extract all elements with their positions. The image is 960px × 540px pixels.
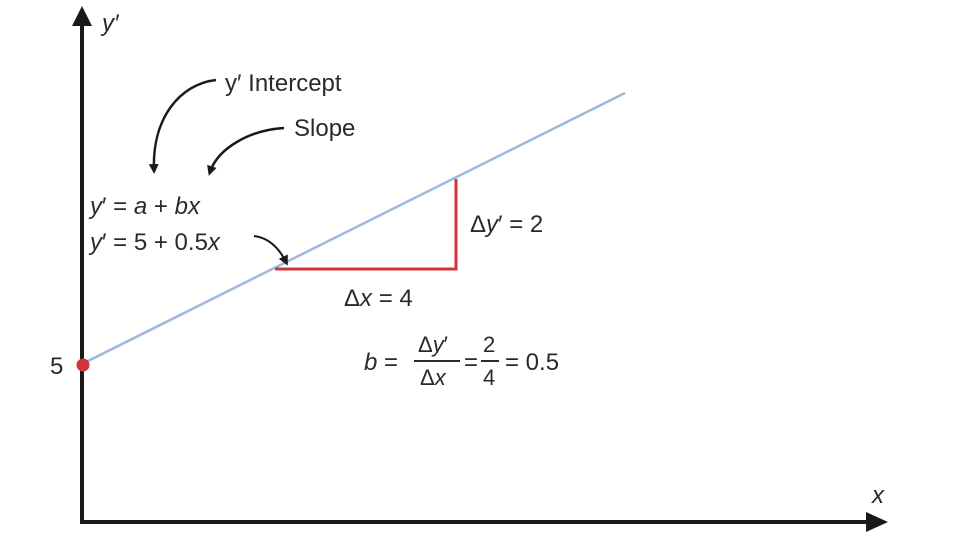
x-axis-label: x (871, 482, 885, 509)
slope-formula: b = Δy′ Δx = 2 4 = 0.5 (364, 332, 559, 390)
slope-triangle (275, 179, 458, 271)
delta-y-label: Δy′ = 2 (470, 211, 543, 238)
regression-line (81, 91, 626, 366)
slope-formula-denominator: Δx (420, 365, 447, 390)
slope-formula-denominator-2: 4 (483, 365, 495, 390)
slope-annotation: Slope (294, 115, 355, 142)
equation-arrow (253, 235, 288, 266)
slope-formula-result: = 0.5 (505, 349, 559, 376)
x-axis-arrowhead (866, 512, 888, 532)
intercept-point (76, 358, 90, 372)
slope-arrow (207, 126, 285, 176)
intercept-annotation: y′ Intercept (225, 70, 342, 97)
slope-formula-lhs: b = (364, 349, 398, 376)
y-axis-arrowhead (72, 6, 92, 26)
slope-formula-numerator: Δy′ (418, 332, 448, 357)
slope-formula-numerator-2: 2 (483, 332, 495, 357)
general-equation: y′ = a + bx (88, 193, 201, 220)
slope-formula-equals: = (464, 349, 478, 376)
specific-equation: y′ = 5 + 0.5x (88, 229, 221, 256)
y-axis-label: y′ (100, 10, 120, 37)
intercept-arrow (148, 78, 217, 174)
intercept-value: 5 (50, 353, 63, 380)
delta-x-label: Δx = 4 (344, 285, 413, 312)
